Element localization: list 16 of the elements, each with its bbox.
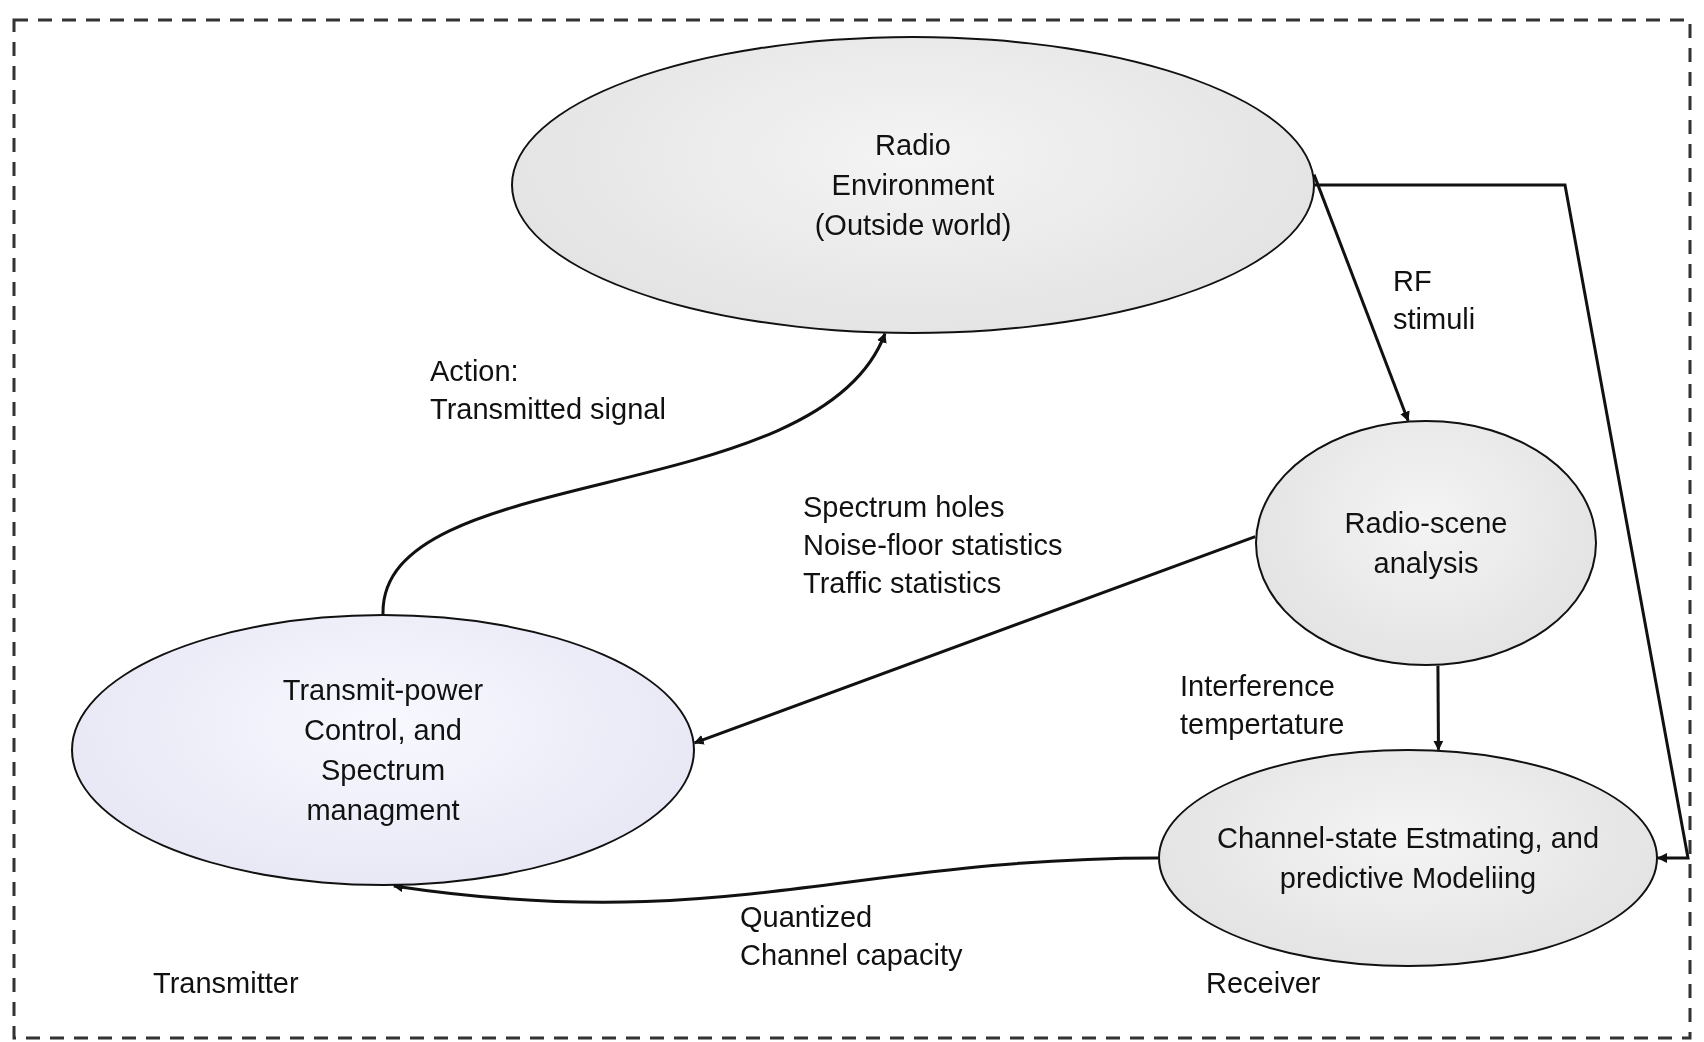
arrow	[392, 856, 1159, 904]
edge-label: Action: Transmitted signal	[430, 354, 667, 427]
arrow	[1433, 665, 1444, 751]
node-label: Radio Environment (Outside world)	[813, 128, 1013, 243]
arrow	[693, 535, 1256, 745]
node-label: Radio-scene analysis	[1343, 506, 1509, 581]
arrow	[381, 332, 887, 615]
edge-label: Interference tempertature	[1180, 669, 1346, 742]
side-label: Transmitter	[153, 966, 299, 1001]
side-label: Receiver	[1206, 966, 1321, 1001]
edge-label: Quantized Channel capacity	[740, 900, 964, 973]
node-label: Transmit-power Control, and Spectrum managment	[281, 673, 485, 828]
edge-label: RF stimuli	[1393, 264, 1477, 337]
node-label: Channel-state Estmating, and predictive Modeliing	[1215, 821, 1601, 896]
arrow	[1315, 183, 1690, 863]
edge-label: Spectrum holes Noise-floor statistics Traffic statistics	[803, 490, 1064, 601]
